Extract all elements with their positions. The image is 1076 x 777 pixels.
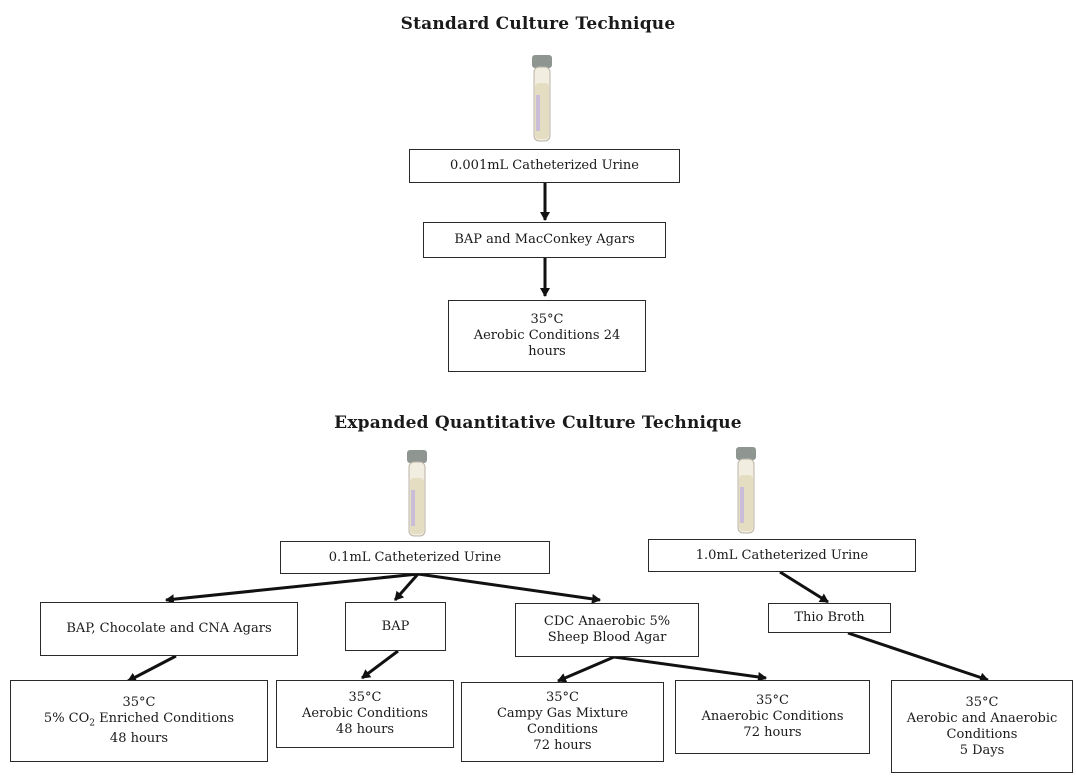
condition-duration: 72 hours: [743, 725, 802, 740]
condition-atmosphere: Campy Gas Mixture: [496, 706, 629, 721]
urine-tube-icon: [407, 450, 427, 537]
arrow-specimen-to-thio: [779, 570, 829, 604]
condition-atmosphere: 5% CO2 Enriched Conditions: [43, 710, 235, 729]
condition-box-campy-gas: 35°C Campy Gas Mixture Conditions 72 hou…: [461, 682, 664, 762]
standard-technique-title: Standard Culture Technique: [400, 14, 676, 34]
media-label: BAP, Chocolate and CNA Agars: [66, 621, 272, 636]
standard-agars-box: BAP and MacConkey Agars: [423, 222, 666, 258]
media-label-line2: Sheep Blood Agar: [547, 630, 667, 645]
expanded-technique-title: Expanded Quantitative Culture Technique: [334, 413, 742, 433]
media-box-choc-cna: BAP, Chocolate and CNA Agars: [40, 602, 298, 656]
condition-temperature: 35°C: [756, 693, 789, 708]
standard-agars-label: BAP and MacConkey Agars: [454, 232, 635, 247]
arrow-specimen-to-cdc: [417, 572, 601, 604]
media-box-cdc-anaerobic: CDC Anaerobic 5% Sheep Blood Agar: [515, 603, 699, 657]
condition-atmosphere: Anaerobic Conditions: [701, 709, 844, 724]
condition-duration: 48 hours: [109, 731, 169, 747]
condition-atmosphere-cont: Conditions: [527, 722, 598, 737]
condition-atmosphere: Aerobic and Anaerobic: [906, 710, 1058, 726]
arrow-choc-to-co2: [127, 654, 177, 683]
condition-temperature: 35°C: [348, 690, 382, 705]
urine-tube-icon: [736, 447, 756, 534]
standard-incubation-box: 35°C Aerobic Conditions 24 hours: [448, 300, 646, 372]
expanded-specimen-box-1.0ml: 1.0mL Catheterized Urine: [648, 539, 916, 572]
arrow-thio-to-aero-anaero: [847, 631, 989, 683]
condition-duration: 48 hours: [335, 722, 395, 737]
condition-temperature: 35°C: [122, 694, 156, 710]
media-box-bap: BAP: [345, 602, 446, 651]
condition-temperature: 35°C: [546, 690, 579, 705]
arrow-cdc-to-campy: [557, 655, 615, 683]
media-label: Thio Broth: [794, 610, 865, 625]
incubation-temperature: 35°C: [530, 312, 564, 327]
condition-temperature: 35°C: [965, 694, 999, 710]
standard-specimen-box: 0.001mL Catheterized Urine: [409, 149, 680, 183]
media-label: BAP: [381, 618, 410, 634]
specimen-label: 1.0mL Catheterized Urine: [695, 547, 869, 563]
arrow-specimen-to-bap: [393, 573, 420, 601]
arrow-specimen-to-choc: [165, 572, 419, 605]
specimen-label: 0.1mL Catheterized Urine: [328, 549, 502, 565]
condition-duration: 72 hours: [533, 738, 592, 753]
incubation-conditions: Aerobic Conditions 24: [473, 328, 621, 343]
expanded-specimen-box-0.1ml: 0.1mL Catheterized Urine: [280, 541, 550, 574]
media-box-thio-broth: Thio Broth: [768, 603, 891, 633]
incubation-duration: hours: [528, 344, 566, 359]
condition-box-co2: 35°C 5% CO2 Enriched Conditions 48 hours: [10, 680, 268, 762]
condition-box-anaerobic: 35°C Anaerobic Conditions 72 hours: [675, 680, 870, 754]
condition-atmosphere: Aerobic Conditions: [302, 706, 428, 721]
arrow-cdc-to-anaerobic: [613, 655, 767, 682]
condition-box-aerobic-anaerobic: 35°C Aerobic and Anaerobic Conditions 5 …: [891, 680, 1073, 773]
condition-duration: 5 Days: [959, 742, 1005, 758]
condition-atmosphere-cont: Conditions: [946, 726, 1018, 742]
urine-tube-icon: [532, 55, 552, 142]
standard-specimen-label: 0.001mL Catheterized Urine: [450, 158, 639, 173]
condition-box-aerobic: 35°C Aerobic Conditions 48 hours: [276, 680, 454, 748]
arrow-bap-to-aerobic: [361, 649, 399, 680]
media-label-line1: CDC Anaerobic 5%: [543, 614, 671, 629]
